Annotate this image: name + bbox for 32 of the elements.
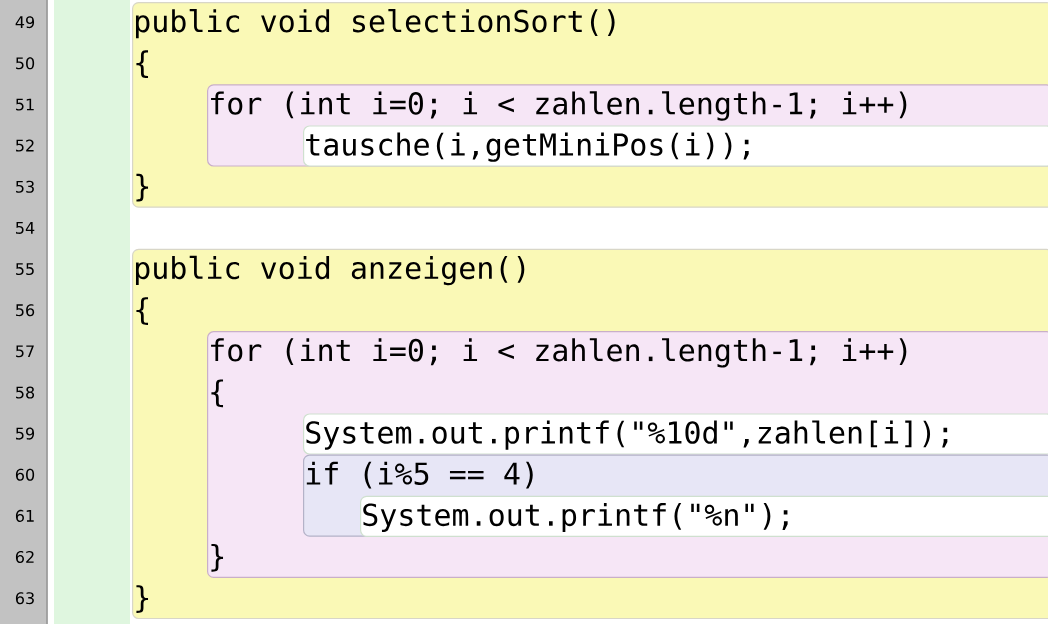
- code-line: public void selectionSort(): [136, 9, 615, 39]
- code-line: public void anzeigen(): [136, 255, 525, 286]
- line-number: 51: [16, 98, 34, 111]
- line-number: 60: [15, 468, 35, 481]
- line-number: 59: [16, 427, 35, 440]
- statement-block: [360, 495, 1048, 537]
- line-number: 54: [16, 222, 35, 234]
- statement-block: [303, 413, 1048, 455]
- code-line: System.out.printf("%n");: [363, 502, 788, 532]
- code-line: tausche(i,getMiniPos(i));: [306, 132, 749, 162]
- line-number: 57: [16, 345, 34, 358]
- line-number: 50: [16, 57, 35, 70]
- line-number: 61: [15, 509, 34, 522]
- code-line: {: [211, 379, 224, 408]
- code-line: }: [136, 173, 149, 202]
- line-number: 49: [15, 16, 35, 29]
- statement-block: [303, 125, 1048, 167]
- code-line: }: [211, 544, 224, 572]
- line-number: 63: [15, 592, 34, 605]
- line-number: 52: [16, 139, 34, 152]
- line-number: 55: [16, 263, 34, 275]
- line-number: 53: [16, 180, 34, 193]
- line-number: 56: [16, 304, 35, 317]
- code-line: if (i%5 == 4): [306, 461, 533, 489]
- code-line: System.out.printf("%10d",zahlen[i]);: [306, 420, 948, 450]
- code-line: for (int i=0; i < zahlen.length-1; i++): [211, 91, 907, 121]
- code-line: {: [136, 50, 149, 78]
- code-line: for (int i=0; i < zahlen.length-1; i++): [211, 338, 907, 368]
- code-line: {: [136, 297, 149, 325]
- line-number: 58: [16, 386, 35, 399]
- code-line: }: [136, 585, 149, 613]
- line-number: 62: [15, 550, 34, 564]
